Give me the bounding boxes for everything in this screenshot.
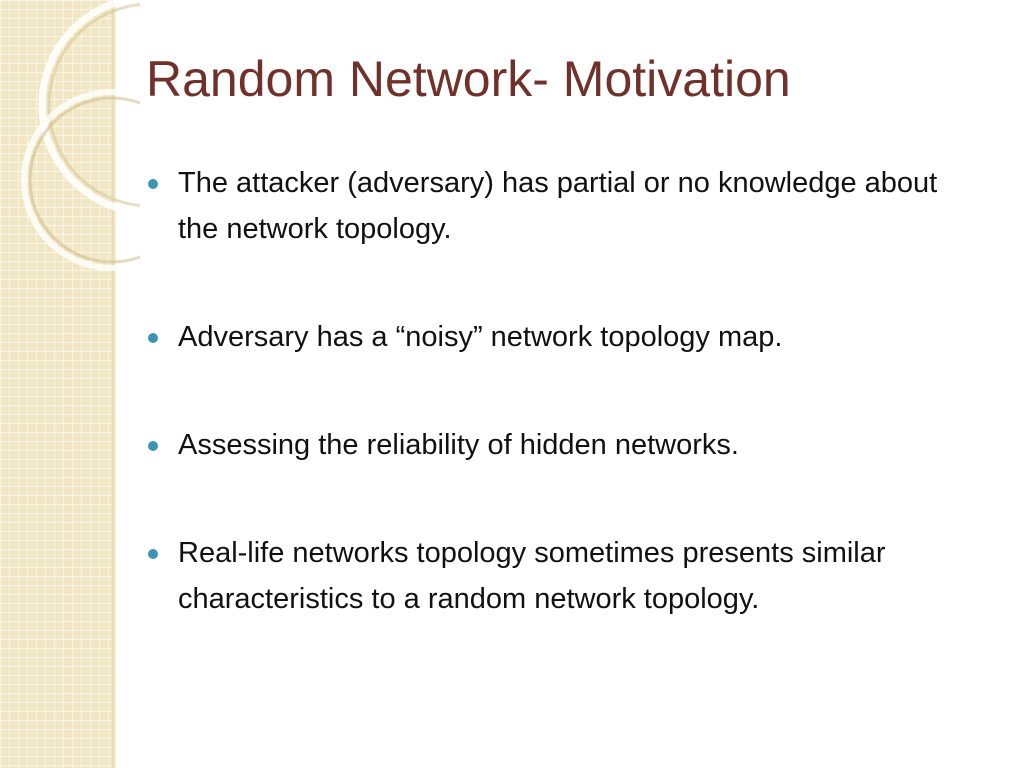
bullet-text: Adversary has a “noisy” network topology… — [178, 321, 783, 353]
bullet-item: The attacker (adversary) has partial or … — [148, 160, 968, 252]
decorative-ring-outer — [38, 0, 140, 217]
bullet-text: Real-life networks topology sometimes pr… — [178, 537, 886, 615]
side-band-edge — [112, 0, 116, 768]
bullet-text: Assessing the reliability of hidden netw… — [178, 429, 739, 461]
bullet-item: Adversary has a “noisy” network topology… — [148, 314, 968, 360]
decorative-ring-outer-shadow — [47, 3, 140, 207]
bullet-dot-icon — [148, 549, 158, 559]
bullet-dot-icon — [148, 333, 158, 343]
decorative-rings — [21, 0, 140, 271]
decorative-side-band — [0, 0, 112, 768]
bullet-dot-icon — [148, 441, 158, 451]
slide-title: Random Network- Motivation — [146, 51, 791, 107]
bullet-list: The attacker (adversary) has partial or … — [148, 160, 968, 622]
bullet-text: The attacker (adversary) has partial or … — [178, 167, 938, 245]
decorative-ring-inner — [21, 89, 140, 271]
bullet-item: Assessing the reliability of hidden netw… — [148, 422, 968, 468]
bullet-item: Real-life networks topology sometimes pr… — [148, 530, 968, 622]
decorative-ring-inner-shadow — [28, 96, 140, 264]
bullet-dot-icon — [148, 179, 158, 189]
